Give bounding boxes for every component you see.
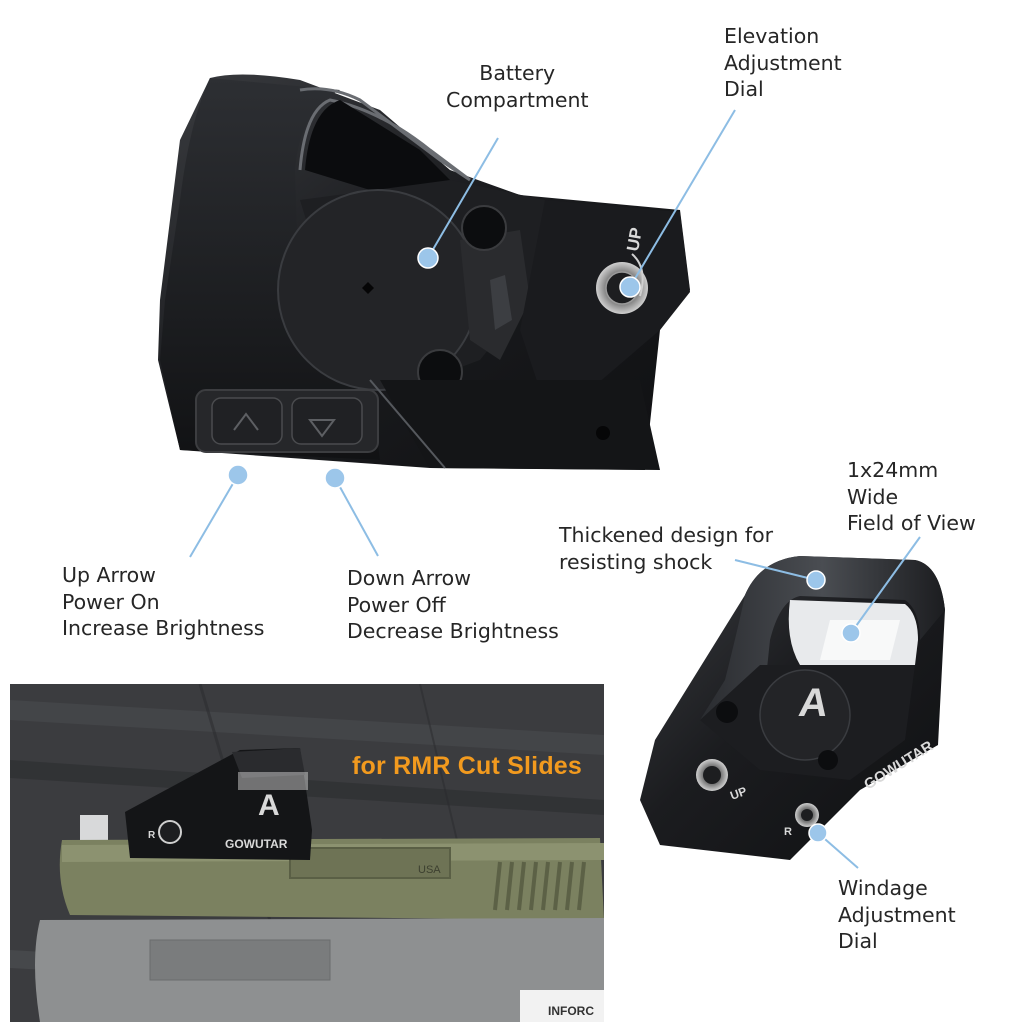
elevation-label-line: Adjustment [724, 50, 842, 75]
windage-label: Windage Adjustment Dial [838, 875, 956, 955]
down-arrow-label-line: Decrease Brightness [347, 619, 559, 643]
fov-dot [841, 623, 861, 643]
brightness-buttons [195, 389, 379, 453]
thickened-label-line: Thickened design for [559, 523, 774, 547]
pistol-photo: USA INFORC A GOWUTAR R [10, 684, 604, 1022]
secondary-logo-letter: A [796, 680, 831, 725]
svg-text:R: R [784, 826, 792, 838]
up-arrow-label-line: Increase Brightness [62, 616, 265, 640]
svg-text:UP: UP [728, 784, 748, 803]
sight-body: UP [158, 74, 690, 470]
battery-dot [417, 247, 439, 269]
up-arrow-label-line: Power On [62, 589, 160, 614]
battery-label-line: Battery [479, 61, 556, 85]
mounted-logo-letter: A [258, 789, 280, 822]
elevation-label-line: Elevation [724, 24, 820, 48]
callout-lines [189, 109, 921, 869]
up-marking: UP [623, 226, 646, 253]
battery-label-line: Compartment [446, 87, 589, 112]
field-of-view-label-line: Field of View [847, 511, 976, 535]
up-arrow-label: Up Arrow Power On Increase Brightness [62, 562, 264, 642]
field-of-view-label-line: 1x24mm [847, 458, 939, 482]
windage-label-line: Dial [838, 929, 878, 953]
elevation-dot [619, 276, 641, 298]
down-arrow-icon [308, 419, 336, 438]
elevation-label-line: Dial [724, 77, 764, 101]
secondary-sight-photo: A GOWUTAR UP R [640, 556, 945, 860]
rmr-banner-text: for RMR Cut Slides [352, 752, 582, 780]
down-arrow-label-line: Power Off [347, 592, 446, 617]
battery-label: Battery Compartment [446, 60, 588, 113]
svg-text:INFORC: INFORC [548, 1004, 594, 1018]
elevation-label: Elevation Adjustment Dial [724, 23, 842, 103]
svg-text:USA: USA [418, 864, 441, 876]
down-arrow-label-line: Down Arrow [347, 566, 471, 590]
down-arrow-dot [324, 467, 346, 489]
windage-label-line: Windage [838, 876, 928, 900]
up-arrow-dot [227, 464, 249, 486]
thickened-label-line: resisting shock [559, 549, 713, 574]
up-arrow-icon [233, 412, 259, 431]
windage-dot [808, 823, 828, 843]
mounted-brand-text: GOWUTAR [225, 837, 288, 851]
windage-label-line: Adjustment [838, 902, 956, 927]
up-arrow-label-line: Up Arrow [62, 563, 156, 587]
svg-text:R: R [148, 830, 156, 841]
thickened-dot [806, 570, 826, 590]
field-of-view-label-line: Wide [847, 484, 899, 509]
thickened-label: Thickened design for resisting shock [559, 522, 773, 575]
down-arrow-label: Down Arrow Power Off Decrease Brightness [347, 565, 559, 645]
field-of-view-label: 1x24mm Wide Field of View [847, 457, 976, 537]
